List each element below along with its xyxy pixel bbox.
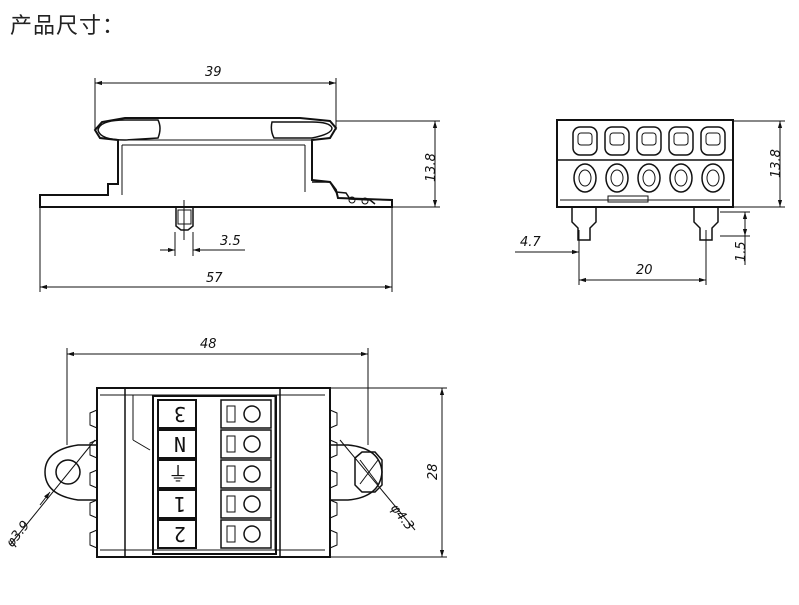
terminal-label-n: N: [174, 432, 186, 456]
dim-hole-right: φ4.3: [387, 501, 417, 533]
page-title: 产品尺寸：: [10, 14, 126, 39]
dim-front-height: 13.8: [424, 153, 439, 182]
dim-front-pin: 3.5: [220, 234, 241, 249]
side-view: 13.8 4.7 1.5 20: [515, 119, 785, 285]
front-view: 39 13.8 3.5 57: [39, 65, 440, 292]
dim-front-total: 57: [206, 271, 223, 286]
dim-side-offset: 4.7: [520, 235, 541, 250]
dim-side-height: 13.8: [769, 149, 784, 178]
dim-hole-left: φ3.9: [3, 518, 33, 550]
dim-side-pin-height: 1.5: [734, 241, 749, 262]
terminal-label-1: 1: [174, 492, 186, 516]
terminal-label-3: 3: [174, 402, 186, 426]
terminal-label-ground: ⏚: [168, 462, 188, 486]
dim-plan-height: 28: [426, 463, 441, 480]
dim-plan-width: 48: [200, 337, 217, 352]
plan-view: 3 N ⏚ 1 2 48 28 φ3.9 φ4.3: [3, 337, 447, 558]
terminal-label-2: 2: [174, 522, 186, 546]
dim-front-width: 39: [205, 65, 222, 80]
dim-side-spacing: 20: [636, 263, 653, 278]
